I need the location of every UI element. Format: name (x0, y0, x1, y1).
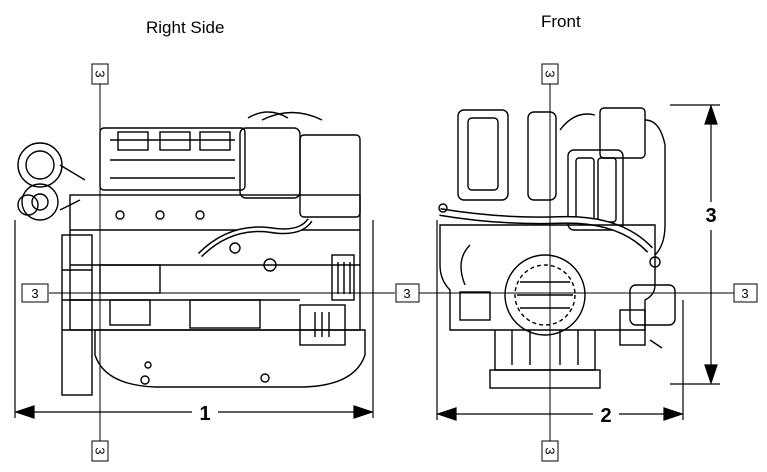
right-side-engine-drawing (17, 111, 366, 396)
front-view-title: Front (541, 12, 581, 31)
datum-box-front-top (541, 63, 559, 85)
right-side-view-title: Right Side (146, 18, 225, 37)
datum-label-front-right: 3 (741, 286, 748, 301)
datum-box-right-left (21, 283, 49, 303)
datum-label-front-left: 3 (403, 286, 410, 301)
length-dimension-label: 1 (199, 403, 210, 425)
datum-label-right-top: 3 (93, 70, 108, 77)
length-arrow-right (353, 405, 374, 419)
datum-label-right-bottom: 3 (93, 447, 108, 454)
datum-box-right-bottom (91, 440, 109, 462)
height-arrow-top (704, 104, 718, 125)
width-dimension-label: 2 (600, 405, 611, 427)
datum-label-right-left: 3 (31, 286, 38, 301)
height-dimension-label: 3 (705, 205, 716, 227)
front-engine-drawing (438, 107, 676, 389)
height-arrow-bottom (704, 364, 718, 385)
datum-box-front-right (733, 283, 758, 303)
datum-label-front-bottom: 3 (543, 447, 558, 454)
length-arrow-left (14, 405, 35, 419)
datum-box-right-top (91, 63, 109, 85)
datum-box-front-bottom (541, 440, 559, 462)
datum-label-front-top: 3 (543, 70, 558, 77)
width-arrow-left (436, 407, 457, 421)
width-arrow-right (663, 407, 684, 421)
datum-box-front-left (395, 283, 420, 303)
